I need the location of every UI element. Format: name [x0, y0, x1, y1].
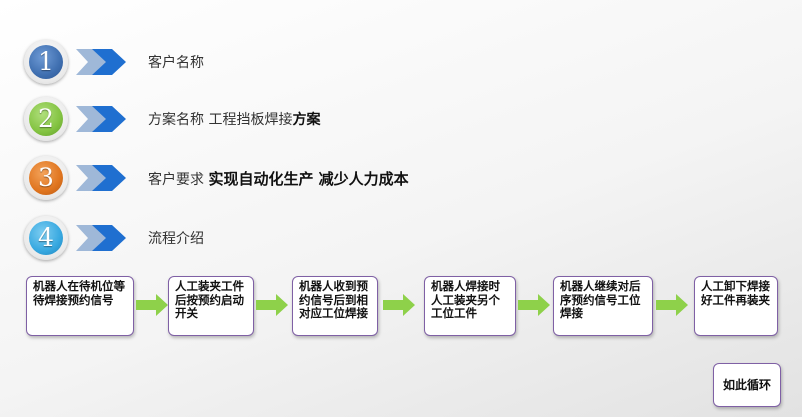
arrow-right-icon [518, 294, 550, 316]
chevron-right-icon [76, 49, 126, 75]
flow-step-3: 机器人收到预约信号后到相对应工位焊接 [292, 276, 378, 336]
list-item-2-text: 方案名称 工程挡板焊接方案 [148, 112, 321, 128]
number-badge-3-inner: 3 [29, 161, 63, 195]
number-badge-3: 3 [24, 156, 68, 200]
loop-label: 如此循环 [713, 363, 781, 407]
number-badge-4: 4 [24, 216, 68, 260]
number-badge-1-inner: 1 [29, 45, 63, 79]
list-item-3-text: 客户要求 实现自动化生产 减少人力成本 [148, 170, 409, 188]
number-badge-4-inner: 4 [29, 221, 63, 255]
chevron-right-icon [76, 165, 126, 191]
flow-step-2: 人工装夹工件后按预约启动开关 [168, 276, 254, 336]
number-badge-1: 1 [24, 40, 68, 84]
flow-step-1: 机器人在待机位等待焊接预约信号 [26, 276, 134, 336]
arrow-right-icon [136, 294, 168, 316]
list-item-4-text: 流程介绍 [148, 231, 204, 247]
arrow-right-icon [256, 294, 288, 316]
flow-step-5: 机器人继续对后序预约信号工位焊接 [553, 276, 653, 336]
number-badge-2-inner: 2 [29, 102, 63, 136]
arrow-right-icon [383, 294, 415, 316]
chevron-right-icon [76, 225, 126, 251]
number-badge-2: 2 [24, 97, 68, 141]
chevron-right-icon [76, 106, 126, 132]
flow-step-6: 人工卸下焊接好工件再装夹 [694, 276, 778, 336]
arrow-right-icon [656, 294, 688, 316]
list-item-1-text: 客户名称 [148, 55, 204, 71]
flow-step-4: 机器人焊接时人工装夹另个工位工件 [424, 276, 516, 336]
